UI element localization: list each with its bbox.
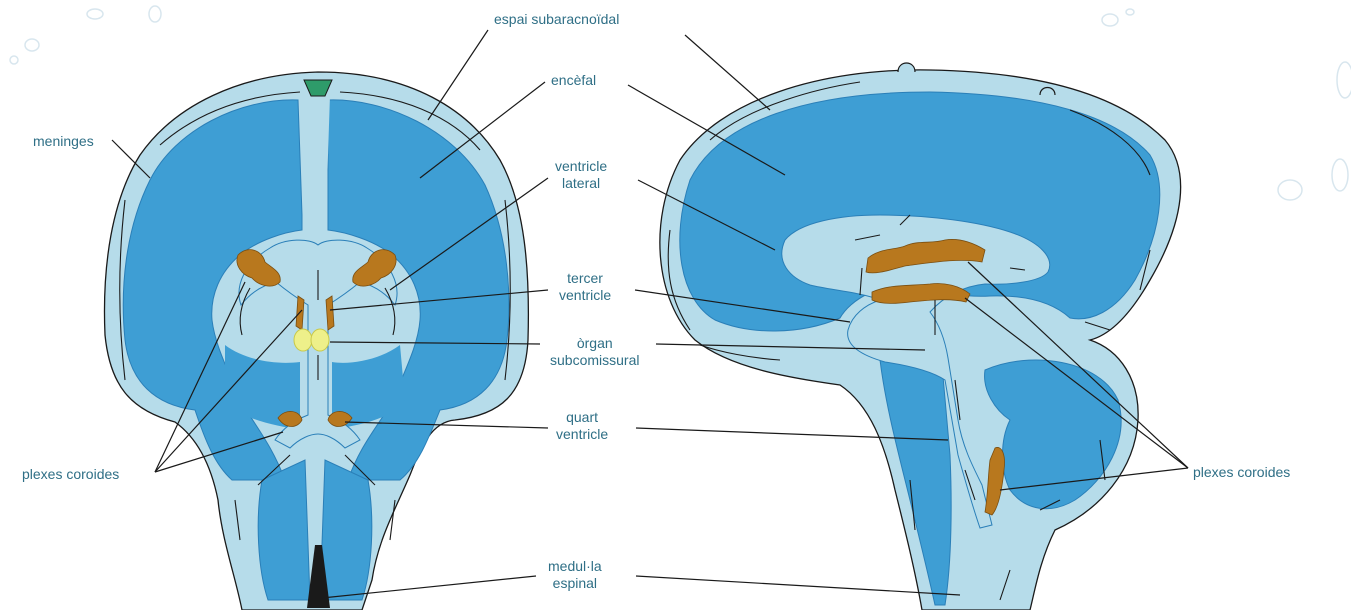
coronal-brain: [104, 72, 528, 610]
label-organ-subcomissural: òrgan subcomissural: [550, 335, 639, 369]
label-medulla-espinal: medul·la espinal: [548, 558, 602, 592]
label-plexes-coroides-right: plexes coroides: [1193, 464, 1290, 481]
leader-espai-right: [685, 35, 770, 110]
label-espai-subaracnoidal: espai subaracnoïdal: [494, 11, 619, 28]
label-quart-ventricle: quart ventricle: [556, 409, 608, 443]
label-meninges: meninges: [33, 133, 94, 150]
label-plexes-coroides-left: plexes coroides: [22, 466, 119, 483]
label-ventricle-lateral: ventricle lateral: [555, 158, 607, 192]
label-tercer-ventricle: tercer ventricle: [559, 270, 611, 304]
coronal-fissure: [306, 95, 330, 215]
sagittal-brain: [660, 63, 1181, 610]
leader-espai-left: [428, 30, 488, 120]
label-encefal: encèfal: [551, 72, 596, 89]
leader-medulla-right: [636, 576, 960, 595]
